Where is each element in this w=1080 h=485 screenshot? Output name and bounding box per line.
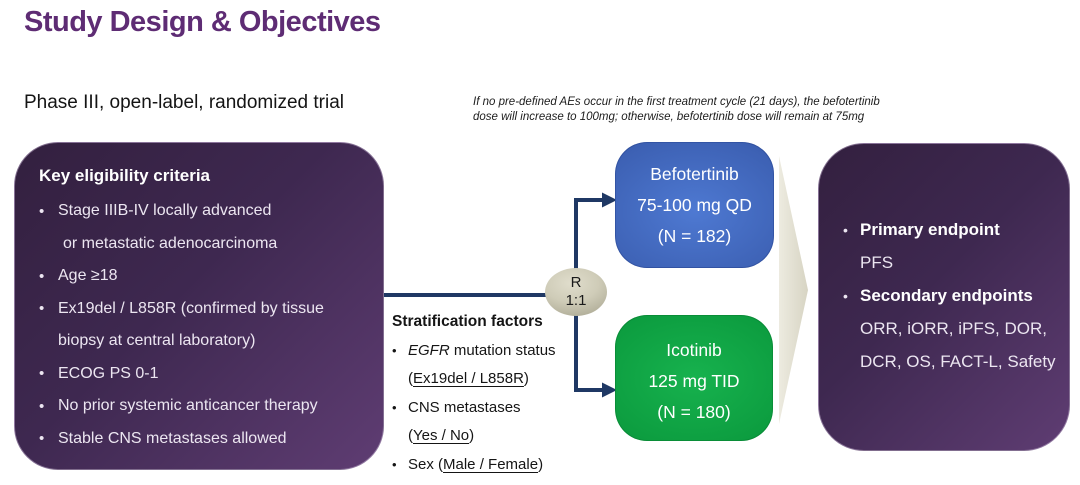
paren-close: ) [538, 455, 544, 473]
stratification-subitem-egfr: (Ex19del / L858R) [392, 365, 587, 394]
sex-label: Sex ( [408, 455, 444, 473]
stratification-item-sex: • Sex (Male / Female) [392, 451, 587, 480]
eligibility-text: No prior systemic anticancer therapy [58, 397, 318, 415]
eligibility-item: or metastatic adenocarcinoma [39, 228, 369, 261]
endpoints-box: • Primary endpoint PFS • Secondary endpo… [818, 143, 1070, 451]
sex-levels-label: Male / Female [443, 455, 539, 473]
arrowhead-icotinib [602, 382, 617, 398]
paren-close: ) [469, 427, 475, 444]
eligibility-item: • Ex19del / L858R (confirmed by tissue [39, 293, 369, 326]
stratification-text: EGFR mutation status [408, 337, 556, 366]
randomization-ratio: 1:1 [565, 292, 587, 309]
stratification-text: Sex (Male / Female) [408, 451, 543, 480]
bullet-dot: • [39, 300, 45, 318]
cns-levels-label: Yes / No [413, 427, 470, 444]
eligibility-text: ECOG PS 0-1 [58, 364, 159, 382]
bullet-dot: • [39, 267, 45, 285]
bullet-dot: • [843, 287, 848, 304]
eligibility-item: • No prior systemic anticancer therapy [39, 390, 369, 423]
stratification-block: Stratification factors • EGFR mutation s… [392, 308, 587, 479]
primary-endpoint-label: Primary endpoint [860, 219, 1000, 239]
bullet-dot: • [392, 342, 397, 358]
bullet-dot: • [392, 399, 397, 415]
primary-endpoint-value: PFS [860, 252, 894, 272]
eligibility-item: biopsy at central laboratory) [39, 325, 369, 358]
dose-note-line1: If no pre-defined AEs occur in the first… [473, 96, 880, 108]
page-title: Study Design & Objectives [24, 6, 381, 38]
bullet-dot: • [39, 365, 45, 383]
eligibility-text: Stable CNS metastases allowed [58, 429, 287, 447]
eligibility-item: • ECOG PS 0-1 [39, 358, 369, 391]
funnel-triangle [779, 156, 808, 424]
endpoint-item: ORR, iORR, iPFS, DOR, [843, 312, 1059, 345]
secondary-endpoints-values: DCR, OS, FACT-L, Safety [860, 351, 1056, 371]
stratification-text: (Yes / No) [408, 422, 474, 451]
secondary-endpoints-values: ORR, iORR, iPFS, DOR, [860, 318, 1048, 338]
egfr-levels-label: Ex19del / L858R [413, 370, 524, 387]
eligibility-heading: Key eligibility criteria [39, 166, 211, 185]
egfr-gene-label: EGFR [408, 341, 450, 359]
indent-spacer [392, 365, 408, 394]
arrowhead-befotertinib [602, 192, 617, 208]
endpoint-item: DCR, OS, FACT-L, Safety [843, 345, 1059, 378]
paren-open: ( [408, 370, 413, 387]
arm-sample-size: (N = 180) [657, 402, 731, 422]
stratification-text: CNS metastases [408, 398, 521, 416]
paren-open: ( [408, 427, 413, 444]
bullet-dot: • [392, 456, 397, 472]
egfr-rest-label: mutation status [449, 341, 556, 359]
trial-design-subtitle: Phase III, open-label, randomized trial [24, 92, 345, 113]
stratification-subitem-cns: (Yes / No) [392, 422, 587, 451]
eligibility-text: Stage IIIB-IV locally advanced [58, 202, 272, 220]
dose-escalation-note: If no pre-defined AEs occur in the first… [473, 95, 1073, 124]
randomization-letter: R [570, 273, 582, 291]
stratification-heading: Stratification factors [392, 313, 543, 330]
arm-sample-size: (N = 182) [657, 225, 732, 246]
eligibility-item: • Stage IIIB-IV locally advanced [39, 195, 369, 228]
endpoint-item: • Primary endpoint [843, 213, 1059, 246]
bullet-dot: • [39, 430, 45, 448]
stratification-item-egfr: • EGFR mutation status [392, 337, 587, 366]
paren-close: ) [523, 370, 529, 387]
indent-spacer [392, 422, 408, 451]
icotinib-arm-box: Icotinib 125 mg TID (N = 180) [615, 315, 773, 441]
endpoint-item: PFS [843, 246, 1059, 279]
eligibility-text: Age ≥18 [58, 267, 118, 285]
eligibility-text: Ex19del / L858R (confirmed by tissue [58, 299, 324, 317]
bullet-dot: • [843, 221, 848, 238]
eligibility-text: biopsy at central laboratory) [58, 332, 256, 350]
stratification-item-cns: • CNS metastases [392, 394, 587, 423]
bullet-dot: • [39, 397, 45, 415]
eligibility-text: or metastatic adenocarcinoma [63, 234, 278, 252]
arm-drug-name: Icotinib [666, 340, 722, 360]
randomization-node: R 1:1 [545, 268, 607, 316]
stratification-text: (Ex19del / L858R) [408, 365, 529, 394]
arm-drug-name: Befotertinib [650, 163, 739, 184]
befotertinib-arm-box: Befotertinib 75-100 mg QD (N = 182) [615, 142, 774, 268]
secondary-endpoints-label: Secondary endpoints [860, 285, 1033, 305]
bullet-dot: • [39, 202, 45, 220]
arm-dose: 75-100 mg QD [637, 194, 752, 215]
arm-dose: 125 mg TID [648, 371, 740, 391]
eligibility-item: • Age ≥18 [39, 260, 369, 293]
dose-note-line2: dose will increase to 100mg; otherwise, … [473, 110, 865, 123]
eligibility-item: • Stable CNS metastases allowed [39, 423, 369, 456]
eligibility-criteria-box: Key eligibility criteria • Stage IIIB-IV… [14, 142, 384, 470]
endpoint-item: • Secondary endpoints [843, 279, 1059, 312]
